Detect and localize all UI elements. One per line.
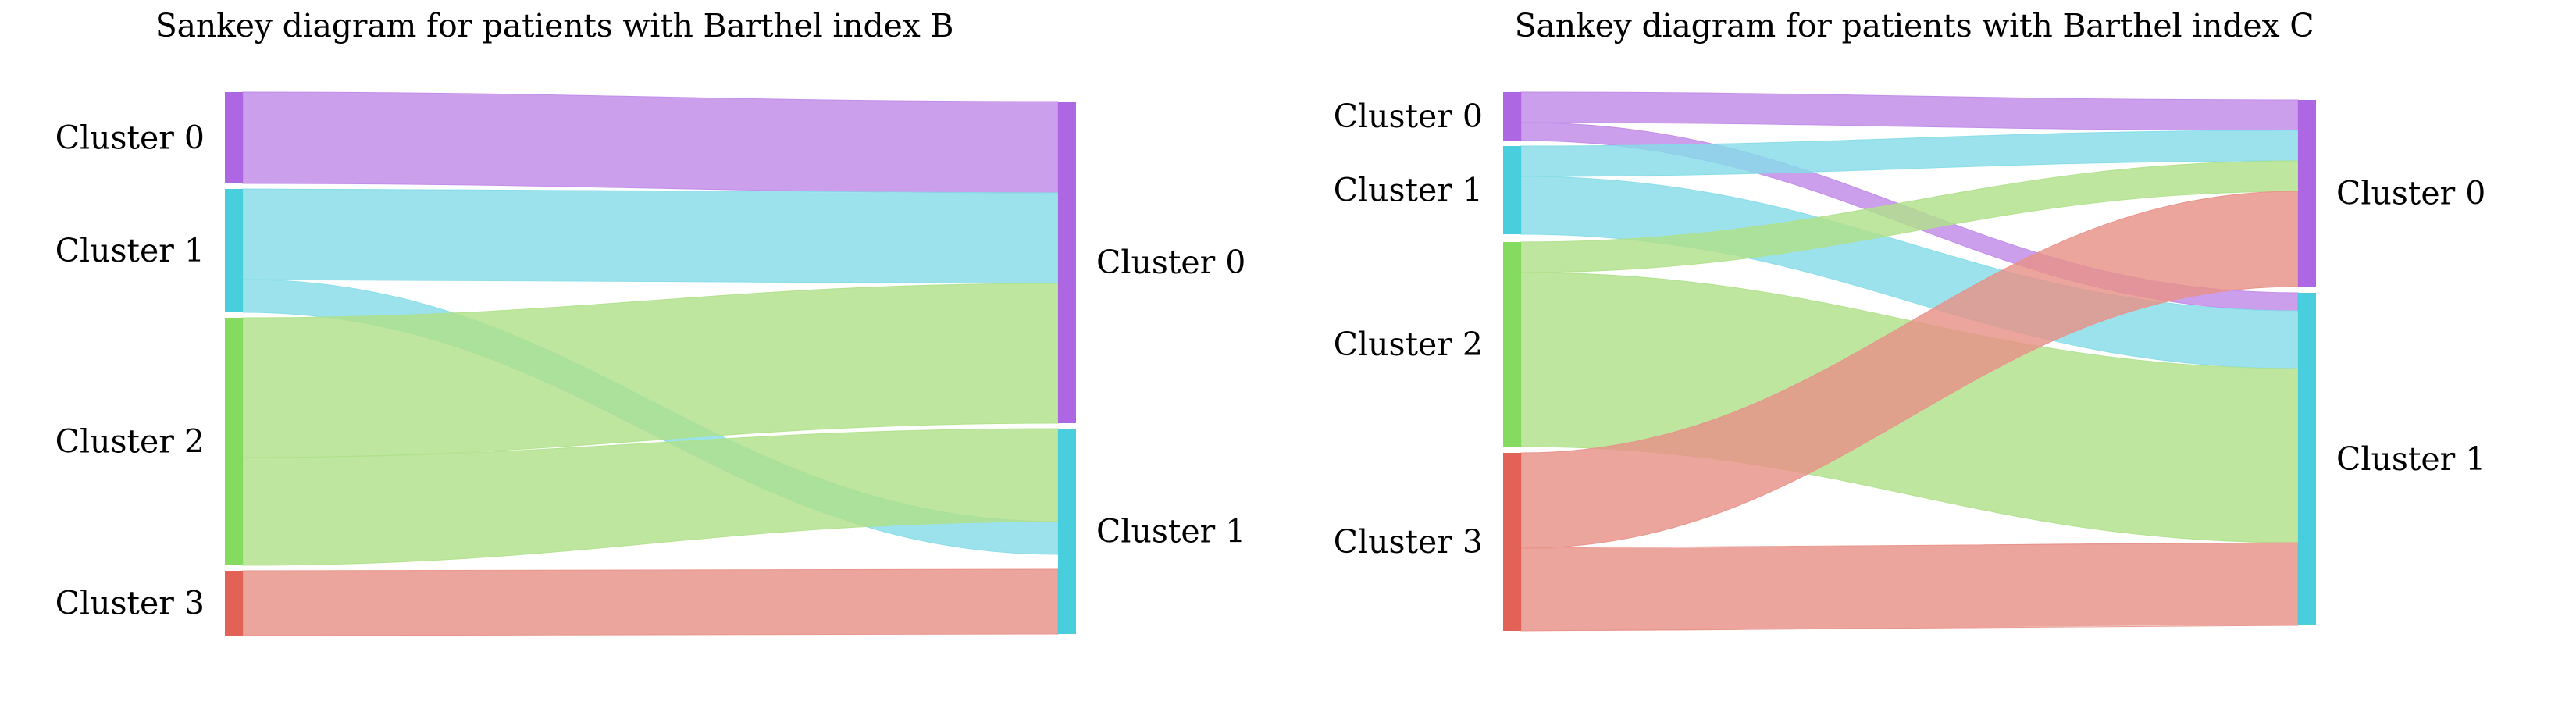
panel-right-title: Sankey diagram for patients with Barthel… [1514,7,2314,45]
sankey-node-source-cluster-0[interactable] [1503,92,1521,141]
sankey-node-target-cluster-1[interactable] [1058,429,1076,634]
sankey-node-source-cluster-2[interactable] [225,318,243,565]
sankey-node-label-source-cluster-2: Cluster 2 [55,423,205,461]
sankey-node-label-source-cluster-2: Cluster 2 [1334,326,1483,363]
sankey-link-s1-to-t0[interactable] [242,188,1059,284]
sankey-node-label-source-cluster-3: Cluster 3 [55,585,205,622]
sankey-node-target-cluster-0[interactable] [1058,102,1076,423]
sankey-node-label-source-cluster-0: Cluster 0 [55,119,205,157]
panel-left-title: Sankey diagram for patients with Barthel… [155,7,954,45]
sankey-link-s3-to-t1[interactable] [242,568,1059,636]
sankey-link-layer [242,91,1059,636]
sankey-node-label-source-cluster-3: Cluster 3 [1334,523,1483,561]
sankey-node-label-target-cluster-1: Cluster 1 [1096,513,1245,550]
sankey-node-source-cluster-3[interactable] [1503,453,1521,631]
sankey-node-target-cluster-1[interactable] [2298,293,2316,625]
sankey-link-s0-to-t0[interactable] [1520,91,2299,131]
sankey-node-target-cluster-0[interactable] [2298,100,2316,287]
sankey-node-layer [1503,92,2316,631]
sankey-panel-left: Sankey diagram for patients with Barthel… [55,7,1246,636]
sankey-node-source-cluster-3[interactable] [225,571,243,636]
sankey-label-layer: Cluster 0 Cluster 1 Cluster 2 Cluster 3 Clus… [1334,98,2486,561]
sankey-diagram-left: Cluster 0 Cluster 1 Cluster 2 Cluster 3 Clus… [55,91,1246,636]
sankey-node-source-cluster-1[interactable] [225,189,243,312]
sankey-node-label-target-cluster-1: Cluster 1 [2336,440,2485,478]
sankey-node-source-cluster-0[interactable] [225,92,243,183]
sankey-node-label-source-cluster-1: Cluster 1 [55,232,205,269]
sankey-node-source-cluster-1[interactable] [1503,146,1521,234]
sankey-link-s0-to-t0[interactable] [242,91,1059,194]
sankey-diagram-right: Cluster 0 Cluster 1 Cluster 2 Cluster 3 Clus… [1334,91,2486,632]
sankey-node-label-target-cluster-0: Cluster 0 [2336,175,2485,212]
sankey-node-label-source-cluster-1: Cluster 1 [1334,172,1483,209]
sankey-label-layer: Cluster 0 Cluster 1 Cluster 2 Cluster 3 Clus… [55,119,1246,622]
sankey-node-layer [225,92,1076,636]
sankey-node-label-target-cluster-0: Cluster 0 [1096,244,1245,281]
sankey-panel-right: Sankey diagram for patients with Barthel… [1327,0,2576,716]
sankey-node-source-cluster-2[interactable] [1503,242,1521,447]
sankey-link-layer [1520,91,2299,632]
sankey-link-s3-to-t1[interactable] [1520,542,2299,632]
sankey-node-label-source-cluster-0: Cluster 0 [1334,98,1483,135]
